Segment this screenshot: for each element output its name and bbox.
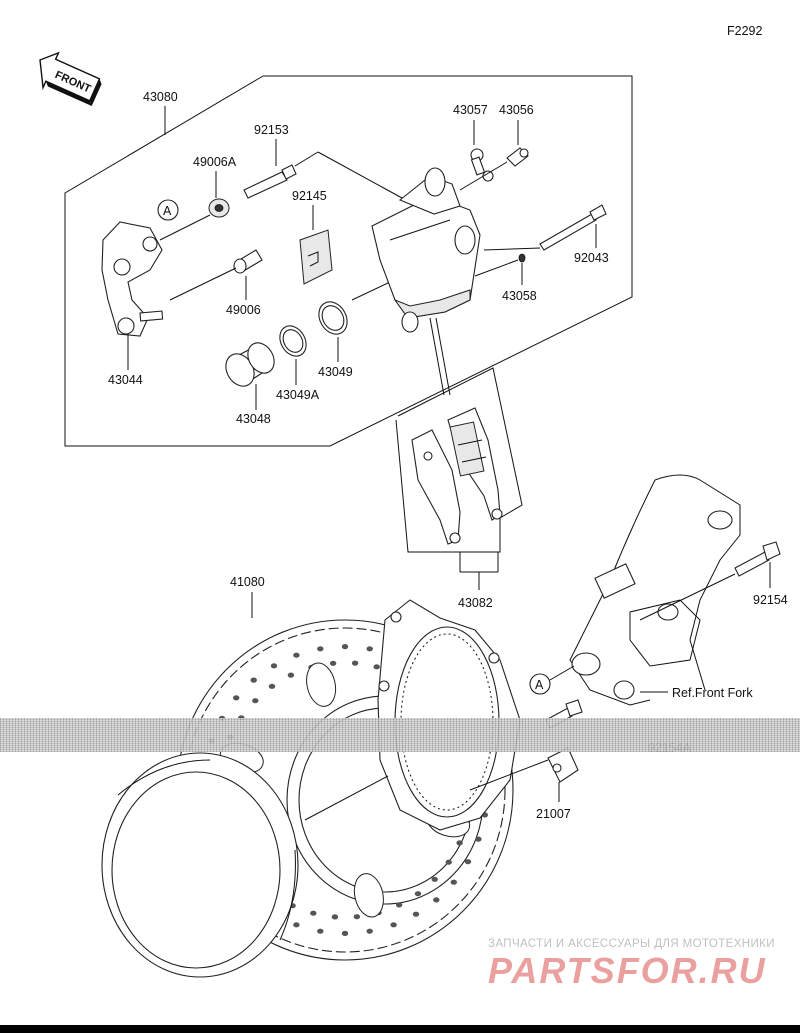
pin-92153 bbox=[243, 164, 297, 199]
boot-49006 bbox=[233, 249, 263, 274]
label-92153: 92153 bbox=[254, 123, 289, 137]
marker-a-text: A bbox=[163, 204, 172, 218]
disc-vent-hole bbox=[445, 859, 452, 865]
label-49006: 49006 bbox=[226, 303, 261, 317]
front-fork-reference bbox=[569, 474, 741, 706]
disc-vent-hole bbox=[287, 672, 295, 678]
disc-vent-hole bbox=[412, 911, 420, 917]
seal-43049A bbox=[279, 325, 307, 357]
label-43082: 43082 bbox=[458, 596, 493, 610]
disc-vent-hole bbox=[341, 930, 349, 937]
label-21007: 21007 bbox=[536, 807, 571, 821]
disc-ring-large bbox=[101, 752, 299, 978]
bottom-bar bbox=[0, 1025, 800, 1033]
disc-spoke-cutout bbox=[306, 662, 337, 707]
caliper-assembly-outline bbox=[64, 75, 633, 447]
disc-vent-hole bbox=[456, 840, 463, 846]
piston-43048 bbox=[225, 342, 275, 387]
plate-21007 bbox=[547, 747, 579, 783]
boot-49006A bbox=[208, 198, 230, 218]
disc-vent-hole bbox=[395, 902, 403, 908]
disc-vent-hole bbox=[366, 646, 373, 652]
disc-vent-hole bbox=[464, 859, 472, 865]
reference-marker-a bbox=[157, 199, 179, 221]
disc-spoke-cutout bbox=[353, 873, 384, 918]
label-43049A: 43049A bbox=[276, 388, 320, 402]
disc-vent-hole bbox=[329, 660, 337, 666]
caliper-bracket bbox=[101, 221, 164, 337]
disc-vent-hole bbox=[293, 652, 300, 658]
label-43049: 43049 bbox=[318, 365, 353, 379]
front-arrow-icon: FRONT bbox=[39, 51, 102, 107]
caliper-body bbox=[371, 167, 481, 333]
disc-vent-hole bbox=[317, 928, 324, 934]
disc-vent-hole bbox=[353, 914, 361, 920]
brake-pad-outer bbox=[447, 407, 503, 521]
label-92154: 92154 bbox=[753, 593, 788, 607]
disc-vent-hole bbox=[293, 922, 300, 928]
disc-vent-hole bbox=[317, 646, 324, 652]
disc-vent-hole bbox=[252, 698, 259, 704]
disc-vent-hole bbox=[450, 879, 457, 885]
label-43057: 43057 bbox=[453, 103, 488, 117]
disc-vent-hole bbox=[366, 928, 373, 934]
disc-vent-hole bbox=[475, 836, 482, 842]
disc-vent-hole bbox=[341, 644, 349, 650]
bolt-92154 bbox=[734, 541, 781, 577]
disc-vent-hole bbox=[331, 914, 339, 920]
scan-artifact-band bbox=[0, 718, 800, 752]
disc-vent-hole bbox=[268, 683, 276, 689]
marker-a-2-text: A bbox=[535, 678, 544, 692]
label-49006A: 49006A bbox=[193, 155, 237, 169]
watermark-tagline: ЗАПЧАСТИ И АКСЕССУАРЫ ДЛЯ МОТОТЕХНИКИ bbox=[488, 938, 775, 950]
pin-92043 bbox=[539, 204, 607, 251]
disc-vent-hole bbox=[390, 922, 397, 928]
reference-marker-a-2 bbox=[529, 673, 551, 695]
label-41080: 41080 bbox=[230, 575, 265, 589]
figure-code: F2292 bbox=[727, 24, 762, 38]
disc-vent-hole bbox=[310, 910, 317, 916]
label-43056: 43056 bbox=[499, 103, 534, 117]
pad-spring-92145 bbox=[299, 229, 333, 285]
reference-front-fork-label: Ref.Front Fork bbox=[672, 686, 753, 700]
label-43048: 43048 bbox=[236, 412, 271, 426]
disc-vent-hole bbox=[431, 876, 438, 882]
disc-vent-hole bbox=[373, 664, 380, 670]
disc-vent-hole bbox=[433, 897, 440, 903]
disc-vent-hole bbox=[233, 695, 240, 701]
disc-vent-hole bbox=[414, 891, 422, 897]
watermark-logo: PARTSFOR.RU bbox=[488, 950, 767, 991]
label-92043: 92043 bbox=[574, 251, 609, 265]
label-43058: 43058 bbox=[502, 289, 537, 303]
label-43080: 43080 bbox=[143, 90, 178, 104]
bleeder-cap-43057 bbox=[470, 148, 494, 182]
seal-43049 bbox=[318, 301, 348, 335]
brake-pad-inner bbox=[411, 429, 461, 545]
disc-vent-hole bbox=[270, 663, 278, 669]
label-92145: 92145 bbox=[292, 189, 327, 203]
disc-vent-hole bbox=[351, 660, 359, 666]
disc-vent-hole bbox=[250, 677, 257, 683]
label-43044: 43044 bbox=[108, 373, 143, 387]
cap-43058 bbox=[518, 253, 526, 263]
bleeder-valve-43056 bbox=[506, 147, 529, 167]
